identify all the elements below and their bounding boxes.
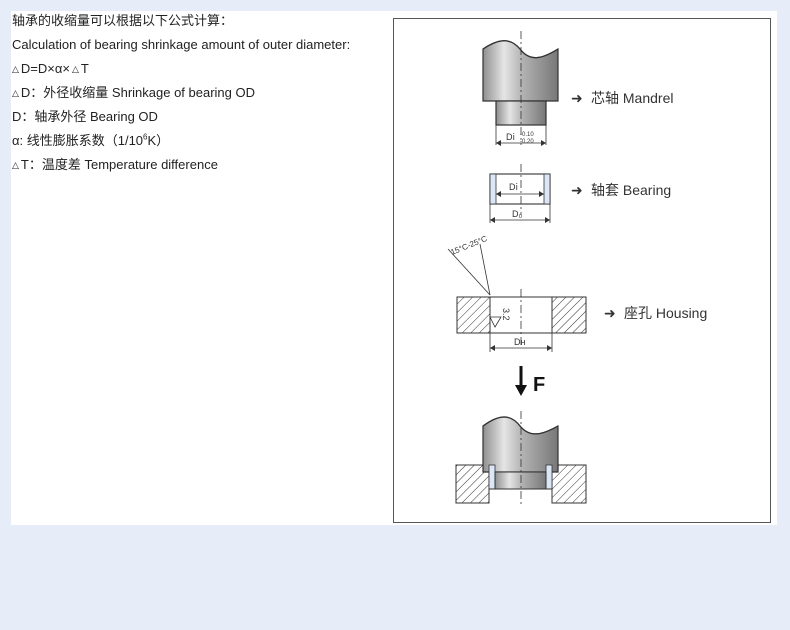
force-indicator: F — [515, 366, 545, 396]
formula-temperature: T — [80, 61, 89, 76]
definition-shrinkage: △D：外径收缩量 Shrinkage of bearing OD — [12, 85, 255, 102]
mandrel-lower-tolerance: -0.20 — [520, 139, 534, 145]
housing-label: 座孔 Housing — [624, 305, 707, 321]
delta-icon: △ — [12, 88, 19, 98]
definition-alpha: α: 线性膨胀系数（1/106K） — [12, 133, 169, 148]
bearing-icon: Dⅰ D₀ — [489, 164, 551, 223]
definition-shrinkage-text: D：外径收缩量 Shrinkage of bearing OD — [20, 85, 256, 100]
definition-temperature-text: T：温度差 Temperature difference — [20, 157, 218, 172]
mandrel-arrow-icon: ➜ — [571, 90, 583, 106]
delta-icon: △ — [72, 64, 79, 74]
assembly-diagram-svg: Dⅰ -0.10 -0.20 ➜ 芯轴 Mandrel Dⅰ D — [447, 31, 707, 507]
title-chinese: 轴承的收缩量可以根据以下公式计算： — [12, 13, 234, 28]
bearing-arrow-icon: ➜ — [571, 182, 583, 198]
mandrel-upper-tolerance: -0.10 — [520, 132, 534, 138]
definition-alpha-suffix: K） — [147, 133, 170, 148]
assembly-diagram: Dⅰ -0.10 -0.20 ➜ 芯轴 Mandrel Dⅰ D — [393, 18, 771, 523]
definition-alpha-prefix: α: 线性膨胀系数（1/10 — [12, 133, 144, 148]
surface-roughness-label: 3.2 — [501, 308, 511, 321]
bearing-outer-dimension-label: D₀ — [512, 209, 522, 219]
definition-temperature: △T：温度差 Temperature difference — [12, 157, 218, 174]
definition-alpha-superscript: 6 — [143, 132, 148, 142]
content-sheet: 轴承的收缩量可以根据以下公式计算： Calculation of bearing… — [11, 11, 777, 525]
force-label: F — [533, 374, 545, 396]
formula-line: △D=D×α×△T — [12, 61, 89, 78]
assembled-mandrel-housing-icon — [455, 411, 587, 507]
mandrel-label: 芯轴 Mandrel — [591, 90, 673, 106]
housing-icon: 15°C-25°C 3.2 Dн — [447, 234, 587, 352]
formula-main: D=D×α× — [20, 61, 70, 76]
bearing-inner-dimension-label: Dⅰ — [509, 182, 518, 192]
housing-arrow-icon: ➜ — [604, 305, 616, 321]
title-english: Calculation of bearing shrinkage amount … — [12, 37, 351, 52]
mandrel-dimension-label: Dⅰ — [506, 132, 515, 142]
bearing-label: 轴套 Bearing — [591, 182, 671, 198]
delta-icon: △ — [12, 64, 19, 74]
housing-dimension-label: Dн — [514, 337, 525, 347]
angle-range-label: 15°C-25°C — [449, 234, 488, 257]
definition-bearing-od: D：轴承外径 Bearing OD — [12, 109, 158, 124]
mandrel-icon: Dⅰ -0.10 -0.20 — [482, 31, 559, 146]
delta-icon: △ — [12, 160, 19, 170]
